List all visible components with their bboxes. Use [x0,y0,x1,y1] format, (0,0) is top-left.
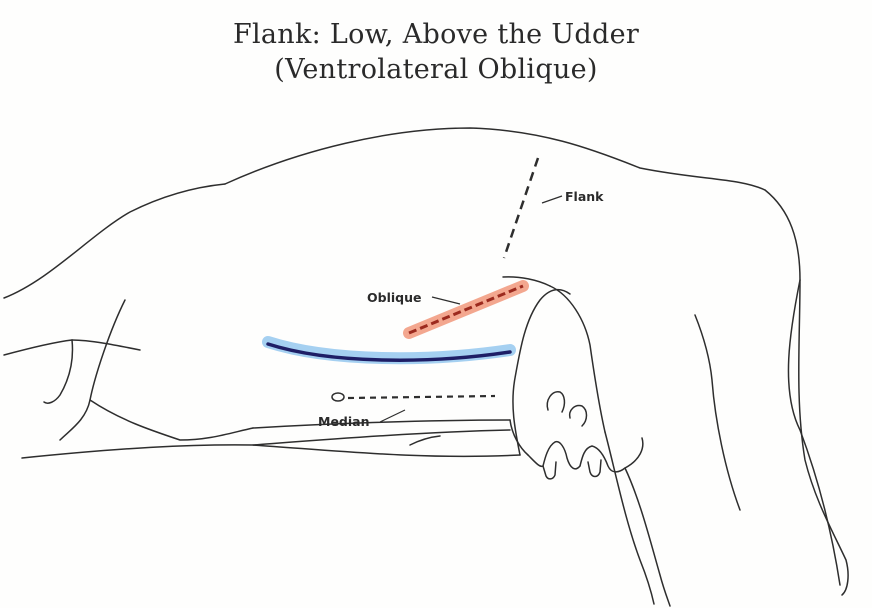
title-line-1: Flank: Low, Above the Udder [232,19,640,50]
median-marker-ellipse [331,392,345,402]
flank-label: Flank [565,189,604,204]
oblique-label-arrow [431,296,461,305]
median-incision-line [347,394,496,400]
cow-outline [3,127,849,607]
ventrolateral-incision-line [266,342,512,362]
title-line-2: (Ventrolateral Oblique) [274,54,598,85]
ventrolateral-incision-glow [262,336,516,365]
median-label-arrow [379,409,406,423]
flank-label-arrow [541,195,563,204]
oblique-label: Oblique [367,290,421,305]
oblique-incision-line [408,284,524,335]
flank-incision-line [502,157,540,259]
median-label: Median [318,414,369,429]
